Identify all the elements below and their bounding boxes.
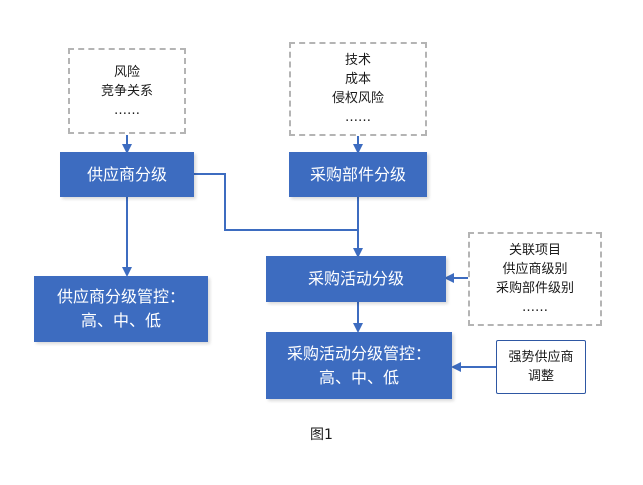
activity-control-title: 采购活动分级管控： <box>286 343 431 363</box>
part-grading-label: 采购部件分级 <box>309 164 406 184</box>
supplier-factors-box: 风险 竞争关系 …… <box>68 48 186 134</box>
activity-grading-label: 采购活动分级 <box>307 269 404 288</box>
supplier-control-box: 供应商分级管控： 高、中、低 <box>34 276 208 342</box>
part-grading-box: 采购部件分级 <box>289 152 427 197</box>
part-factors-box: 技术 成本 侵权风险 …… <box>289 42 427 136</box>
activity-control-levels: 高、中、低 <box>318 367 399 387</box>
supplier-grading-box: 供应商分级 <box>60 152 194 197</box>
activity-factors-box: 关联项目 供应商级别 采购部件级别 …… <box>468 232 602 326</box>
arrow-supplier-grading-to-activity-grading <box>194 173 363 258</box>
factor-ellipsis: …… <box>345 110 371 125</box>
activity-control-box: 采购活动分级管控： 高、中、低 <box>266 332 452 399</box>
factor-related-project: 关联项目 <box>508 243 561 258</box>
supplier-control-title: 供应商分级管控： <box>56 287 185 306</box>
factor-ellipsis: …… <box>114 102 140 118</box>
factor-competition: 竞争关系 <box>100 83 153 99</box>
activity-grading-box: 采购活动分级 <box>266 256 446 302</box>
strong-supplier-label: 强势供应商 <box>508 350 574 365</box>
figure-caption: 图1 <box>310 427 333 443</box>
factor-infringement-risk: 侵权风险 <box>331 91 384 106</box>
factor-part-level: 采购部件级别 <box>495 281 574 296</box>
strong-supplier-box: 强势供应商 调整 <box>496 340 586 394</box>
factor-risk: 风险 <box>113 64 140 80</box>
supplier-control-levels: 高、中、低 <box>80 311 161 330</box>
supplier-grading-label: 供应商分级 <box>86 164 167 184</box>
factor-supplier-level: 供应商级别 <box>502 262 568 277</box>
strong-supplier-adjust: 调整 <box>527 369 554 384</box>
factor-technology: 技术 <box>344 53 371 68</box>
factor-cost: 成本 <box>344 72 371 87</box>
factor-ellipsis: …… <box>522 300 548 315</box>
